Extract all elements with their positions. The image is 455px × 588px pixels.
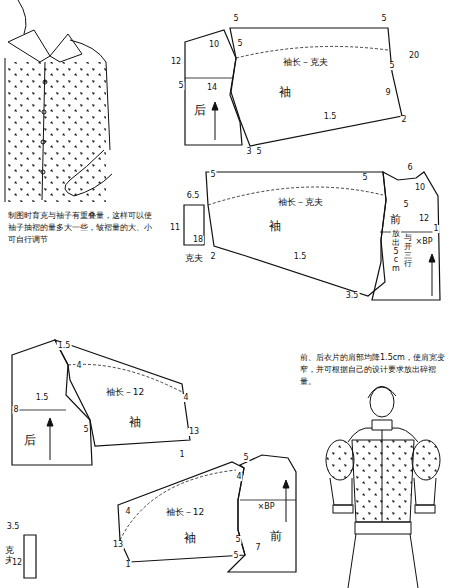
dimension-label: 9 [384, 89, 391, 97]
piece-outline-path [372, 172, 440, 300]
dimension-label: 5 [242, 454, 249, 462]
dimension-label: 12 [170, 58, 182, 66]
dimension-label: 4 [75, 362, 82, 370]
top-figure [5, 0, 112, 202]
dimension-label: 10 [208, 41, 220, 49]
sleeve-cap-curve [68, 46, 388, 540]
dimension-label: 11 [169, 224, 181, 232]
bottom-figure [326, 386, 440, 588]
piece-name: 袖 [184, 532, 196, 544]
piece-outline-path [206, 172, 386, 296]
dimension-label: 18 [192, 236, 204, 244]
piece-dimension: 袖长－12 [106, 388, 144, 397]
dimension-label: 5 [380, 15, 387, 23]
dimension-label: 2 [209, 253, 216, 261]
dimension-label: 2 [400, 116, 407, 124]
piece-name: 袖 [129, 416, 141, 428]
dimension-label: 3 [245, 148, 252, 156]
dimension-label: 13 [188, 428, 200, 436]
dimension-label: ×BP [414, 238, 433, 246]
dimension-label: 4 [124, 508, 131, 516]
dimension-label: 5 [388, 62, 395, 70]
pattern-piece: 袖长－克夫袖 [206, 172, 386, 296]
piece-name: 克夫 [185, 254, 203, 263]
dimension-label: 5 [232, 552, 239, 560]
pattern-piece: 袖长－克夫袖 [230, 28, 402, 146]
dimension-label: 4 [182, 394, 189, 402]
piece-outline-path [12, 340, 92, 465]
piece-dimension: 袖长－克夫 [283, 58, 328, 67]
dimension-label: 3.5 [6, 523, 21, 531]
grain-arrow [47, 102, 435, 522]
pattern-piece: 后 [12, 340, 92, 465]
note-text: 前、后衣片的肩部均降1.5cm，使肩宽变窄，并可根据自己的设计要求放出碎褶量。 [300, 352, 450, 388]
note-text: 制图时育克与袖子有重叠量，这样可以使袖子抽褶的量多大一些，皱褶量的大、小可自行调… [8, 210, 158, 246]
dimension-label: 13 [112, 541, 124, 549]
piece-dimension: 袖长－克夫 [278, 198, 323, 207]
dimension-label: 6 [406, 164, 413, 172]
dimension-label: 5 [209, 171, 216, 179]
dimension-label: 1 [124, 561, 131, 569]
dimension-label: 12 [11, 559, 23, 567]
dimension-label: 12 [418, 215, 430, 223]
piece-outline-path [184, 205, 204, 245]
dimension-label: 放出5cm [391, 230, 401, 274]
piece-outline [206, 172, 386, 296]
piece-outline [230, 28, 402, 146]
piece-name: 后 [24, 434, 36, 446]
piece-outline-path [55, 340, 190, 446]
dimension-label: 3.5 [345, 292, 360, 300]
dimension-label: ×BP [256, 503, 275, 511]
piece-name: 袖 [279, 86, 291, 98]
pattern-piece: 袖长－12 袖 [55, 340, 190, 446]
dimension-label: 5 [361, 174, 368, 182]
piece-outline-path [228, 455, 296, 572]
dimension-label: 6.5 [186, 192, 201, 200]
piece-name: 前 [390, 214, 401, 225]
dimension-label: 1 [432, 225, 439, 233]
pattern-piece: 袖长－12 袖 [118, 462, 245, 562]
piece-outline-path [24, 535, 36, 578]
dimension-label: 4 [235, 473, 242, 481]
dimension-label: 20 [408, 52, 420, 60]
dimension-label: 1.5 [323, 113, 338, 121]
piece-outline [24, 535, 36, 578]
piece-outline-path [230, 28, 402, 146]
piece-name: 后 [194, 104, 206, 116]
dimension-label: 8 [12, 406, 19, 414]
dimension-label: 1.5 [35, 394, 50, 402]
dimension-label: 5 [402, 201, 409, 209]
piece-outline [12, 340, 92, 465]
dimension-label: 5 [236, 40, 243, 48]
dimension-label: 1 [178, 451, 185, 459]
pattern-piece: 克夫 [24, 535, 36, 578]
dimension-label: 5 [177, 82, 184, 90]
piece-name: 前 [270, 530, 282, 542]
dimension-label: 5 [82, 426, 89, 434]
dimension-label: 5 [232, 15, 239, 23]
dimension-label: 1.5 [293, 253, 308, 261]
dimension-label: 14 [206, 84, 218, 92]
dimension-label: 与开三行 [403, 234, 413, 269]
piece-name: 袖 [269, 220, 281, 232]
dimension-label: 10 [414, 184, 426, 192]
piece-dimension: 袖长－12 [166, 508, 204, 517]
dimension-label: 5 [255, 148, 262, 156]
dimension-label: 1.5 [57, 342, 72, 350]
dimension-label: 5 [234, 536, 241, 544]
dimension-label: 7 [254, 544, 261, 552]
piece-outline-path [118, 462, 245, 562]
